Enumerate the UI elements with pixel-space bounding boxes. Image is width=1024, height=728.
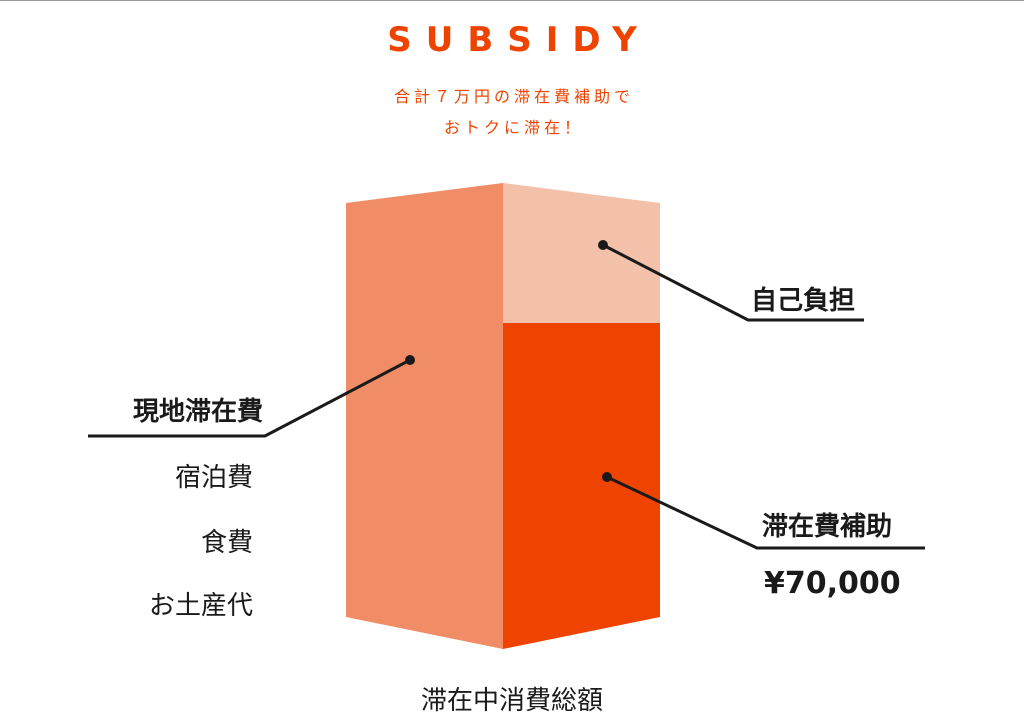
page-title: SUBSIDY bbox=[387, 20, 651, 60]
self-pay-label: 自己負担 bbox=[751, 286, 856, 316]
local-cost-label: 現地滞在費 bbox=[132, 397, 263, 427]
subsidy-label: 滞在費補助 bbox=[762, 512, 893, 542]
local-cost-leader-line bbox=[88, 358, 411, 438]
lodging-label: 宿泊費 bbox=[174, 463, 253, 493]
souvenirs-label: お土産代 bbox=[148, 591, 253, 621]
self-pay-leader-line bbox=[602, 243, 864, 322]
subtitle-line-1: 合計７万円の滞在費補助で bbox=[393, 87, 634, 106]
bar-left-face bbox=[346, 183, 503, 649]
subtitle-line-2: おトクに滞在！ bbox=[443, 118, 584, 137]
bar-right-face-subsidy bbox=[503, 323, 660, 649]
subsidy-leader-line bbox=[606, 475, 925, 550]
total-consumption-caption: 滞在中消費総額 bbox=[420, 686, 603, 716]
bar-right-face-self-pay bbox=[503, 183, 660, 323]
subsidy-amount: ¥70,000 bbox=[764, 566, 901, 601]
top-border-line bbox=[0, 0, 1024, 1]
food-label: 食費 bbox=[200, 528, 253, 558]
